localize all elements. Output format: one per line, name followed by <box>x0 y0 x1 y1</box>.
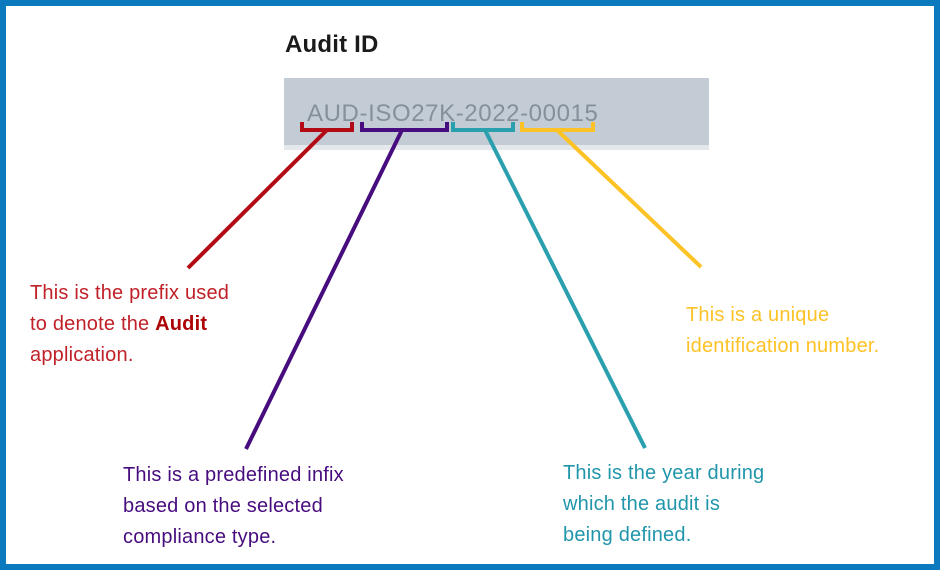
unique-number-note-line2: identification number. <box>686 335 880 357</box>
infix-note-line3: compliance type. <box>123 526 277 548</box>
prefix-leader-line <box>186 128 329 270</box>
year-note: This is the year during which the audit … <box>563 458 764 551</box>
prefix-note: This is the prefix used to denote the Au… <box>30 278 229 371</box>
infix-leader-line <box>244 129 404 450</box>
prefix-note-bold-word: Audit <box>155 313 208 335</box>
prefix-note-line1: This is the prefix used <box>30 282 230 304</box>
prefix-note-line3: application. <box>30 344 134 366</box>
year-note-line1: This is the year during <box>563 462 765 484</box>
prefix-note-line2: to denote the Audit <box>30 313 208 335</box>
infix-note: This is a predefined infix based on the … <box>123 460 344 553</box>
infix-note-line2: based on the selected <box>123 495 323 517</box>
infix-note-line1: This is a predefined infix <box>123 464 344 486</box>
unique-number-note: This is a unique identification number. <box>686 300 879 362</box>
audit-id-value: AUD-ISO27K-2022-00015 <box>307 100 599 127</box>
page-title: Audit ID <box>285 31 379 58</box>
unique-number-note-line1: This is a unique <box>686 304 830 326</box>
unique-number-leader-line <box>555 128 703 269</box>
year-leader-line <box>483 129 647 449</box>
year-note-line2: which the audit is <box>563 493 721 515</box>
year-note-line3: being defined. <box>563 524 692 546</box>
